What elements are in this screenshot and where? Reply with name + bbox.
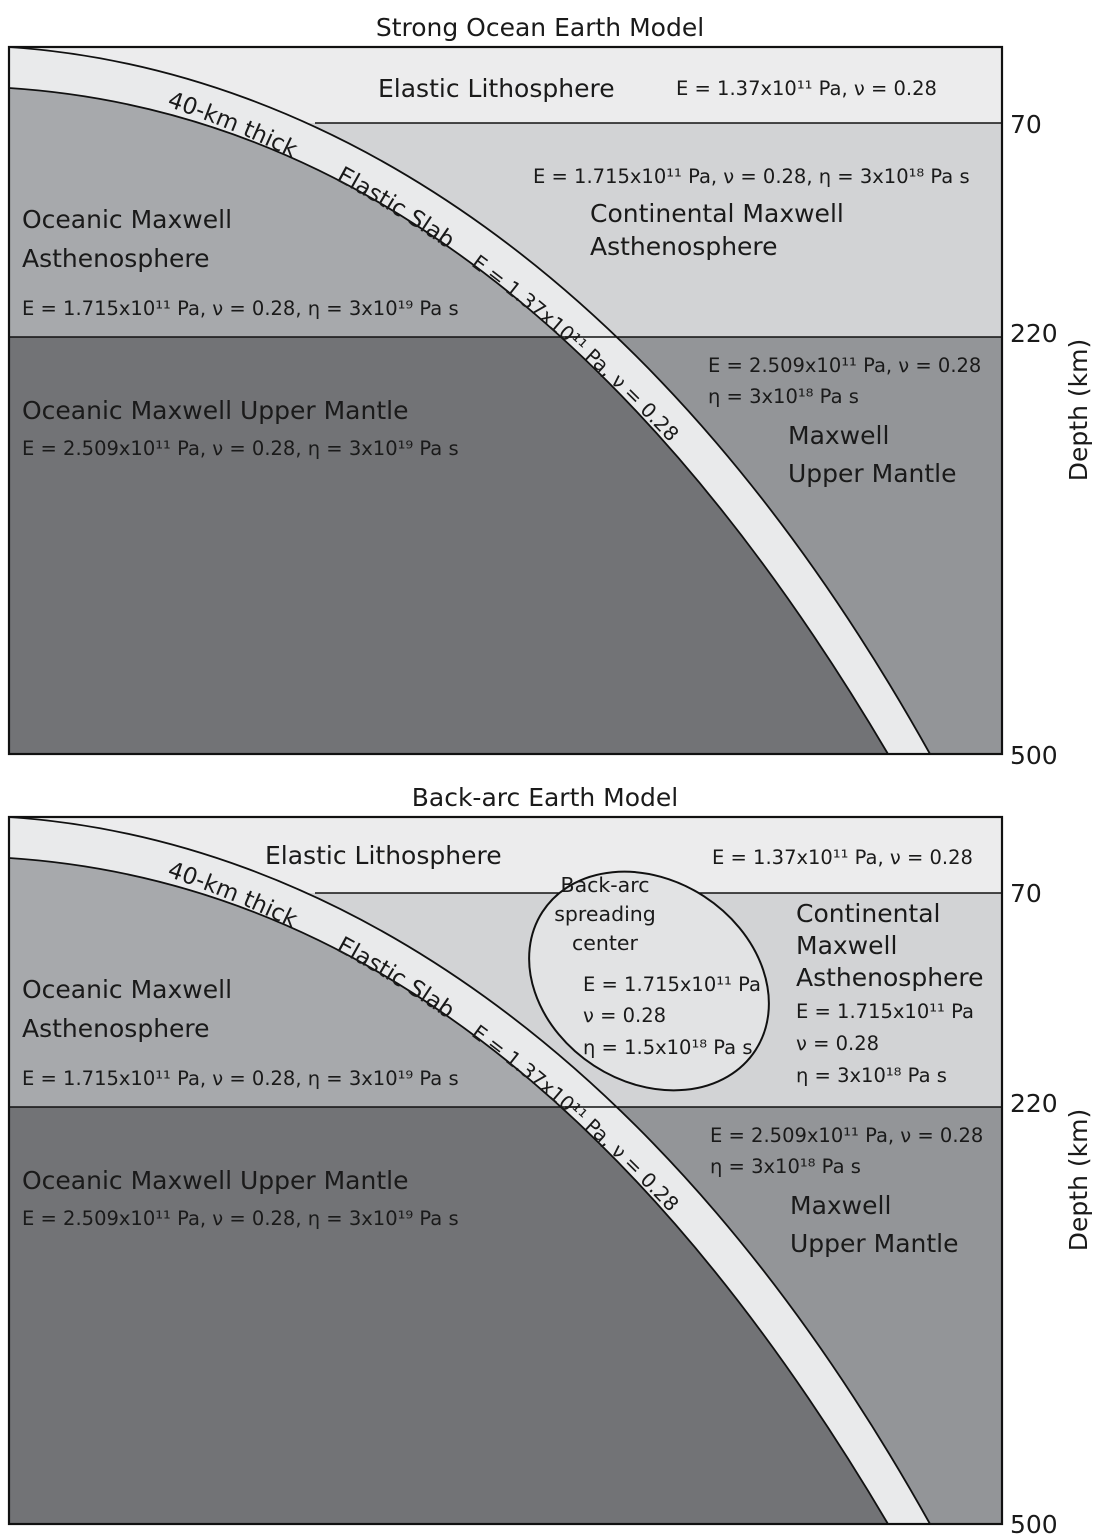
maxwell-upper-mantle-label-1: Maxwell — [790, 1191, 891, 1220]
elastic-lithosphere-params: E = 1.37x10¹¹ Pa, ν = 0.28 — [712, 846, 973, 869]
slab-bottom-line — [9, 857, 889, 1524]
depth-tick-500: 500 — [1010, 1510, 1058, 1535]
maxwell-upper-mantle-params-1: E = 2.509x10¹¹ Pa, ν = 0.28 — [708, 354, 981, 377]
depth-tick-220: 220 — [1010, 319, 1058, 348]
oceanic-upper-mantle-params: E = 2.509x10¹¹ Pa, ν = 0.28, η = 3x10¹⁹ … — [22, 437, 459, 460]
slab-top-line — [9, 817, 931, 1524]
slab-bottom-line — [9, 87, 889, 754]
oceanic-asthenosphere-label-2: Asthenosphere — [22, 1014, 210, 1043]
oceanic-upper-mantle-params: E = 2.509x10¹¹ Pa, ν = 0.28, η = 3x10¹⁹ … — [22, 1207, 459, 1230]
maxwell-upper-mantle-label-2: Upper Mantle — [790, 1229, 959, 1258]
continental-asthenosphere-params: E = 1.715x10¹¹ Pa, ν = 0.28, η = 3x10¹⁸ … — [533, 165, 970, 188]
depth-axis-label: Depth (km) — [1064, 1109, 1093, 1251]
panel-title: Back-arc Earth Model — [412, 783, 679, 812]
back-arc-spreading-center — [528, 870, 770, 1092]
depth-tick-70: 70 — [1010, 110, 1042, 139]
maxwell-upper-mantle-params-2: η = 3x10¹⁸ Pa s — [708, 385, 859, 408]
panel-frame — [7, 45, 1004, 756]
oceanic-asthenosphere-label-2: Asthenosphere — [22, 244, 210, 273]
panel-title: Strong Ocean Earth Model — [376, 13, 704, 42]
continental-asthenosphere-params-3: η = 3x10¹⁸ Pa s — [796, 1064, 947, 1087]
continental-asthenosphere-label-2: Asthenosphere — [590, 232, 778, 261]
maxwell-upper-mantle-params-2: η = 3x10¹⁸ Pa s — [710, 1155, 861, 1178]
elastic-lithosphere-label: Elastic Lithosphere — [265, 841, 502, 870]
maxwell-upper-mantle-label-2: Upper Mantle — [788, 459, 957, 488]
oceanic-upper-mantle-label: Oceanic Maxwell Upper Mantle — [22, 1166, 408, 1195]
oceanic-upper-mantle-label: Oceanic Maxwell Upper Mantle — [22, 396, 408, 425]
depth-tick-220: 220 — [1010, 1089, 1058, 1118]
maxwell-upper-mantle-label-1: Maxwell — [788, 421, 889, 450]
slab-top-line — [9, 47, 931, 754]
panel-frame — [7, 815, 1004, 1526]
continental-asthenosphere-params-2: ν = 0.28 — [796, 1032, 879, 1055]
back-arc-params-1: E = 1.715x10¹¹ Pa — [583, 973, 761, 996]
depth-axis-label: Depth (km) — [1064, 339, 1093, 481]
panel-back-arc: Back-arc Earth Model Elastic Lithosphere… — [7, 783, 1093, 1539]
back-arc-params-2: ν = 0.28 — [583, 1004, 666, 1027]
elastic-lithosphere-params: E = 1.37x10¹¹ Pa, ν = 0.28 — [676, 77, 937, 100]
panel-layers — [9, 47, 1002, 754]
back-arc-label-3: center — [572, 931, 639, 955]
depth-tick-500: 500 — [1010, 741, 1058, 770]
continental-asthenosphere-label-3: Asthenosphere — [796, 963, 984, 992]
depth-tick-70: 70 — [1010, 879, 1042, 908]
oceanic-asthenosphere-params: E = 1.715x10¹¹ Pa, ν = 0.28, η = 3x10¹⁹ … — [22, 297, 459, 320]
oceanic-asthenosphere-params: E = 1.715x10¹¹ Pa, ν = 0.28, η = 3x10¹⁹ … — [22, 1067, 459, 1090]
back-arc-label-2: spreading — [554, 902, 656, 926]
elastic-lithosphere-label: Elastic Lithosphere — [378, 74, 615, 103]
back-arc-label-1: Back-arc — [561, 873, 650, 897]
maxwell-upper-mantle-params-1: E = 2.509x10¹¹ Pa, ν = 0.28 — [710, 1124, 983, 1147]
panel-strong-ocean: Strong Ocean Earth Model Elastic Lithosp… — [7, 13, 1093, 770]
panel-layers — [9, 817, 1002, 1524]
back-arc-params-3: η = 1.5x10¹⁸ Pa s — [583, 1036, 752, 1059]
oceanic-asthenosphere-label-1: Oceanic Maxwell — [22, 205, 232, 234]
continental-asthenosphere-label-1: Continental — [796, 899, 940, 928]
continental-asthenosphere-label-2: Maxwell — [796, 931, 897, 960]
continental-asthenosphere-label-1: Continental Maxwell — [590, 199, 844, 228]
oceanic-asthenosphere-label-1: Oceanic Maxwell — [22, 975, 232, 1004]
continental-asthenosphere-params-1: E = 1.715x10¹¹ Pa — [796, 1000, 974, 1023]
